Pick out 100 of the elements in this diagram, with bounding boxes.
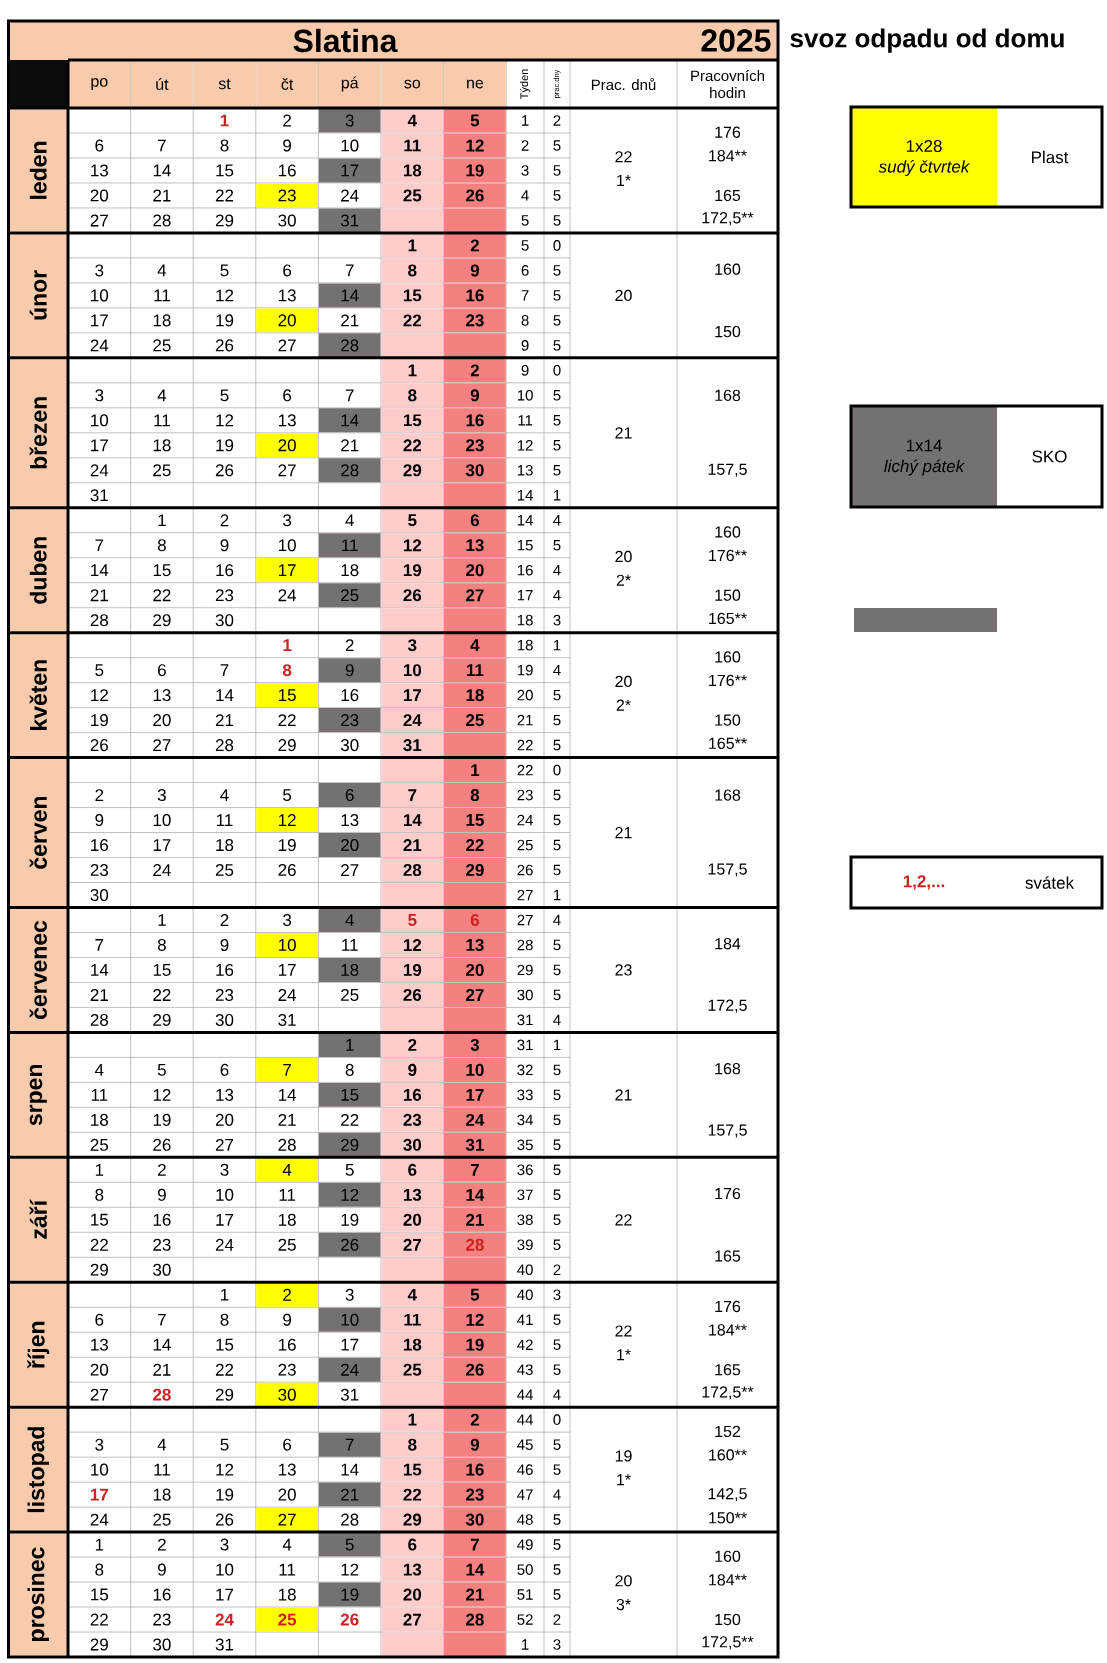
day-number: 22 xyxy=(90,1613,108,1626)
day-number: 30 xyxy=(153,1263,171,1276)
day-number: 28 xyxy=(341,1513,359,1526)
day-number: 13 xyxy=(153,689,171,702)
day-number: 23 xyxy=(444,1482,506,1507)
day-number: 18 xyxy=(153,439,171,452)
day-number: 2 xyxy=(444,358,506,383)
workday-count: 5 xyxy=(553,165,561,176)
day-number: 4 xyxy=(444,633,506,658)
day-number: 9 xyxy=(157,1563,166,1576)
work-hours: 172,5** xyxy=(702,1636,754,1650)
day-number: 10 xyxy=(381,658,444,683)
work-hours: 184** xyxy=(709,1574,747,1586)
day-number: 14 xyxy=(444,1182,506,1207)
day-number: 10 xyxy=(153,814,171,827)
workday-count: 5 xyxy=(553,739,561,751)
day-number: 7 xyxy=(95,939,104,951)
week-number: 5 xyxy=(521,215,529,226)
week-number: 22 xyxy=(517,739,533,751)
day-number: 29 xyxy=(215,1388,234,1401)
work-hours: 176** xyxy=(709,674,747,687)
day-number: 25 xyxy=(278,1238,296,1251)
day-number: 4 xyxy=(157,389,167,402)
day-number: 16 xyxy=(153,1588,171,1601)
workday-count: 5 xyxy=(553,215,561,226)
day-number: 15 xyxy=(91,1588,109,1601)
day-number: 6 xyxy=(283,1438,292,1451)
day-number: 3 xyxy=(381,633,444,658)
day-number: 24 xyxy=(444,1107,506,1132)
week-number: 29 xyxy=(517,964,533,976)
month-label: září xyxy=(10,1158,67,1281)
day-number: 4 xyxy=(381,108,444,133)
legend-note: 1x14 xyxy=(906,439,942,452)
day-number: 12 xyxy=(341,1563,359,1576)
week-number: 8 xyxy=(521,315,529,326)
day-number: 13 xyxy=(341,814,359,827)
day-number: 7 xyxy=(256,1057,318,1082)
week-number: 34 xyxy=(517,1114,533,1126)
day-number: 24 xyxy=(381,708,444,733)
day-number: 2 xyxy=(444,233,506,258)
day-number: 9 xyxy=(444,258,506,283)
workdays-total: 1* xyxy=(617,1474,631,1486)
day-number: 4 xyxy=(381,1282,444,1307)
day-number: 25 xyxy=(381,1357,444,1382)
work-hours: 150 xyxy=(715,1613,741,1626)
day-number: 31 xyxy=(215,1638,234,1651)
workday-count: 5 xyxy=(553,140,561,151)
day-number: 18 xyxy=(381,158,444,183)
day-number: 16 xyxy=(278,164,296,177)
workday-count: 5 xyxy=(553,1364,561,1375)
day-number: 13 xyxy=(444,533,506,558)
workday-count: 5 xyxy=(553,1464,561,1475)
legend-label: Plast xyxy=(1032,150,1069,164)
day-number: 4 xyxy=(94,1064,104,1076)
day-number: 12 xyxy=(216,289,234,302)
day-number: 22 xyxy=(444,833,506,858)
day-number: 24 xyxy=(278,589,297,602)
workday-count: 5 xyxy=(553,1339,561,1350)
work-hours: 142,5 xyxy=(708,1488,747,1502)
day-number: 14 xyxy=(318,408,381,433)
day-number: 10 xyxy=(444,1057,506,1082)
day-number: 4 xyxy=(282,1538,292,1551)
day-number: 22 xyxy=(215,1363,234,1376)
day-number: 5 xyxy=(444,1282,506,1307)
month-label: květen xyxy=(10,634,67,757)
day-number: 15 xyxy=(256,683,318,708)
day-number: 29 xyxy=(278,739,296,752)
day-number: 18 xyxy=(444,683,506,708)
day-number: 3 xyxy=(95,264,104,277)
day-number: 13 xyxy=(381,1182,444,1207)
day-number: 30 xyxy=(153,1638,171,1651)
week-number: 37 xyxy=(517,1189,533,1201)
legend-label: svátek xyxy=(1025,876,1075,889)
day-number: 1 xyxy=(158,914,166,926)
day-number: 7 xyxy=(158,1313,166,1326)
work-hours: 176** xyxy=(709,549,747,562)
day-number: 13 xyxy=(278,1463,296,1476)
day-number: 17 xyxy=(91,439,108,452)
day-number: 15 xyxy=(444,808,506,833)
day-number: 5 xyxy=(345,1163,354,1176)
workday-count: 4 xyxy=(553,1389,561,1400)
day-number: 3 xyxy=(444,1032,506,1057)
day-number: 12 xyxy=(444,1307,506,1332)
week-number: 26 xyxy=(517,864,533,876)
day-number: 26 xyxy=(90,739,108,752)
day-number: 18 xyxy=(216,839,234,852)
day-number: 21 xyxy=(90,589,108,602)
day-number: 2 xyxy=(444,1407,506,1432)
day-number: 26 xyxy=(278,864,296,877)
work-hours: 168 xyxy=(715,1063,741,1075)
day-number: 28 xyxy=(444,1232,506,1257)
day-number: 24 xyxy=(153,864,171,876)
day-number: 25 xyxy=(341,988,359,1001)
column-header: út xyxy=(131,60,193,108)
week-number: 28 xyxy=(517,939,533,951)
day-number: 30 xyxy=(90,889,109,902)
day-number: 16 xyxy=(444,283,506,308)
day-number: 16 xyxy=(444,1457,506,1482)
day-number: 21 xyxy=(381,833,444,858)
workday-count: 5 xyxy=(553,1239,561,1250)
